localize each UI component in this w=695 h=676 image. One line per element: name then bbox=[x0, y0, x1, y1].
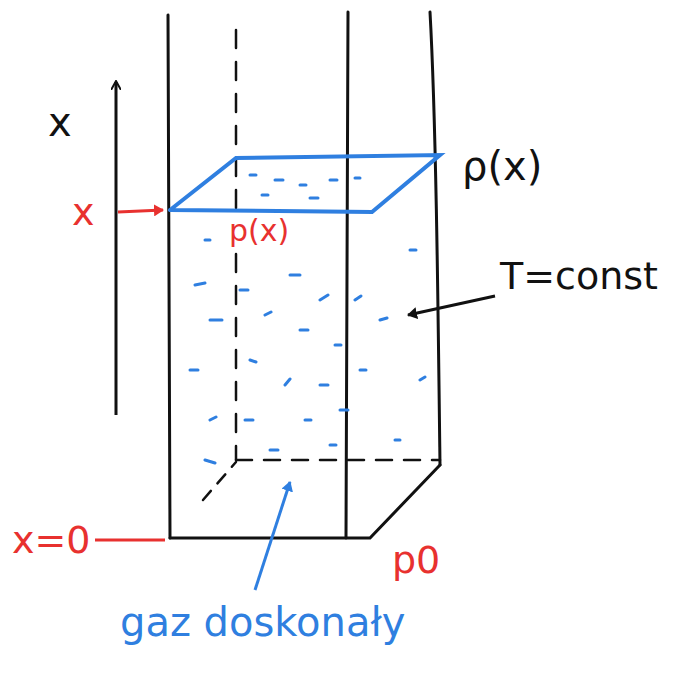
leader-arrow bbox=[255, 482, 290, 590]
temperature-label: T=const bbox=[500, 256, 658, 298]
base-marker bbox=[95, 539, 165, 542]
height-marker bbox=[118, 210, 163, 212]
axis-arrow bbox=[115, 82, 118, 415]
gas-particles bbox=[190, 175, 425, 463]
axis-label: x bbox=[48, 100, 72, 144]
base-pressure-label: p0 bbox=[392, 540, 440, 582]
base-label: x=0 bbox=[12, 520, 91, 562]
height-label: x bbox=[72, 192, 95, 234]
pressure-label: p(x) bbox=[226, 214, 292, 247]
density-label: ρ(x) bbox=[462, 144, 542, 188]
tube-outline bbox=[168, 12, 440, 538]
gas-label: gaz doskonały bbox=[120, 600, 405, 644]
leader-arrow bbox=[408, 296, 495, 315]
